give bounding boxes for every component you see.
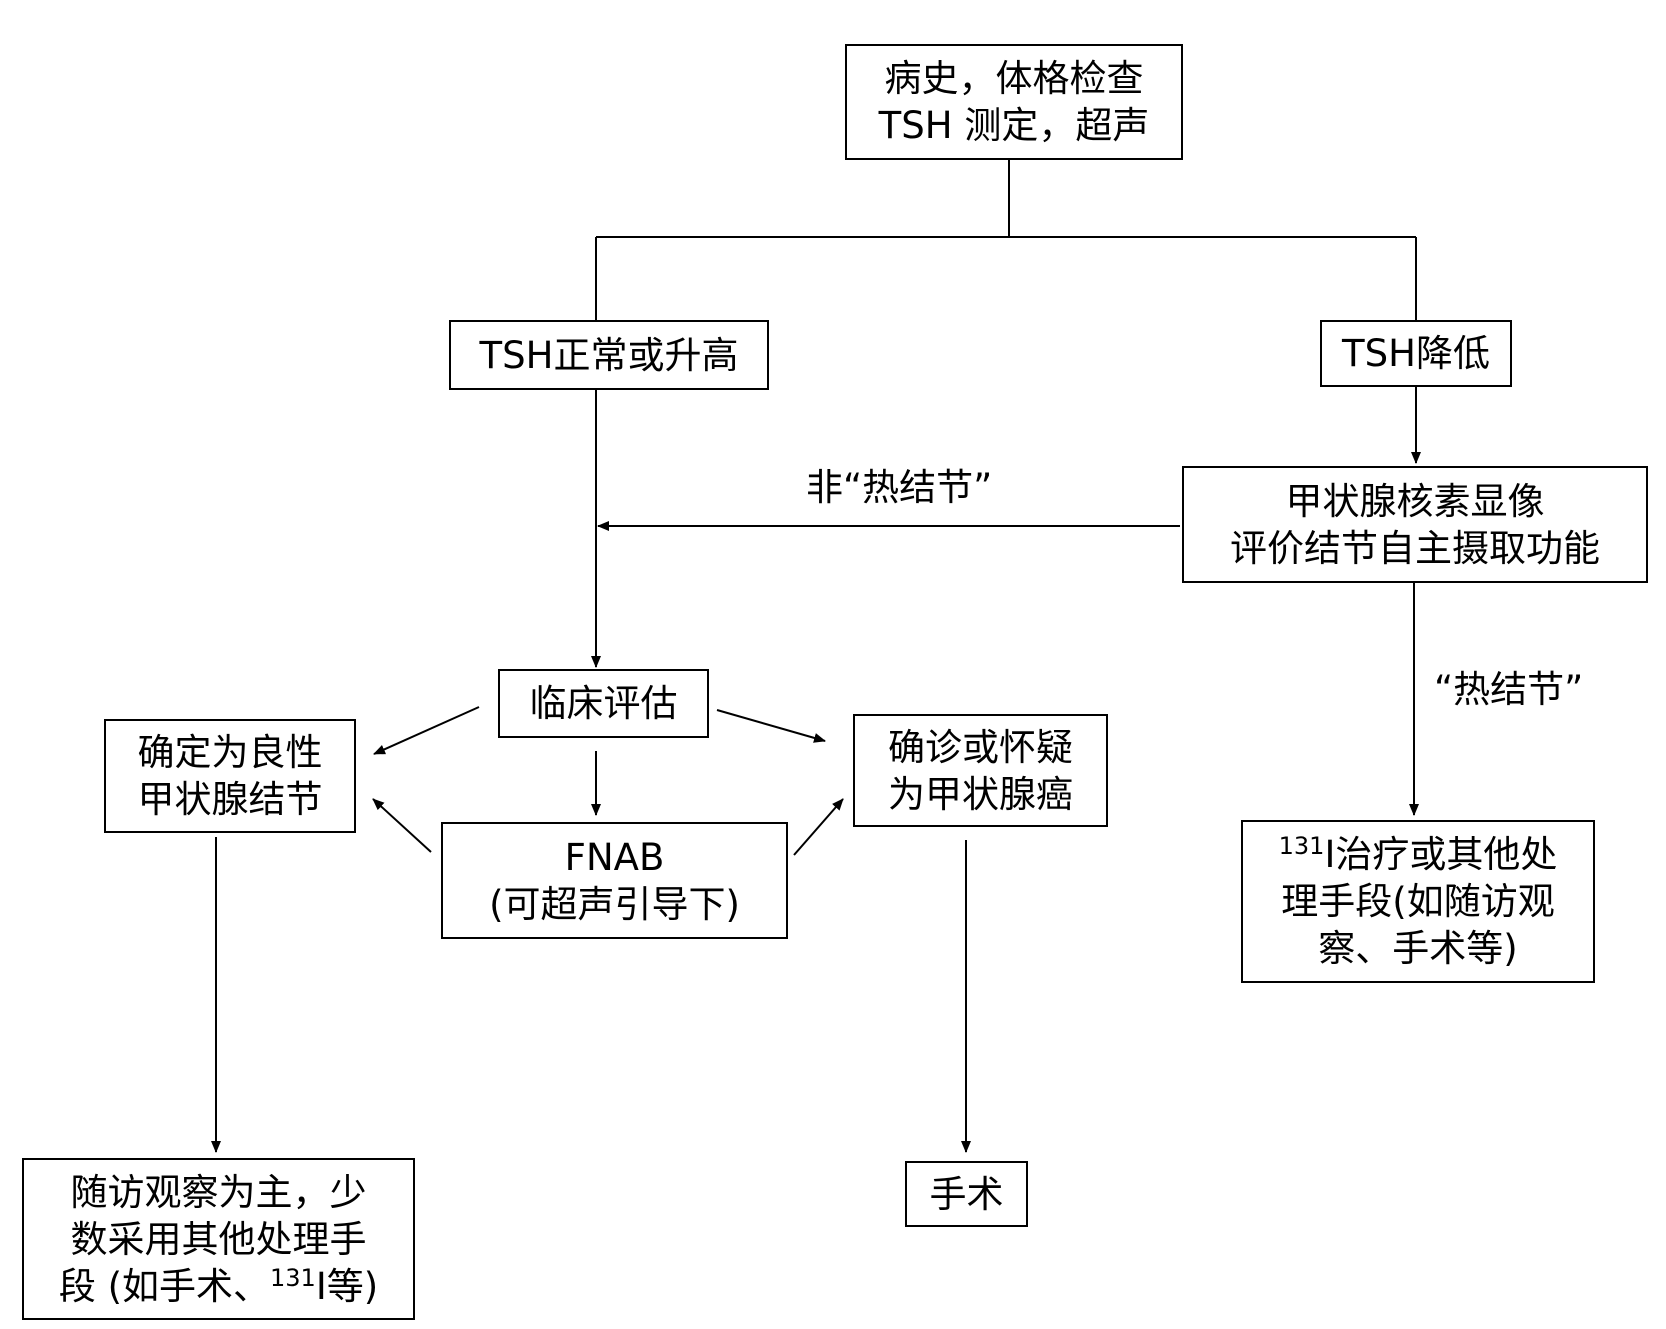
node-follow-up-line3-post: I等) xyxy=(315,1264,379,1308)
node-i131-treatment: 131I治疗或其他处 理手段(如随访观 察、手术等) xyxy=(1241,820,1595,983)
node-history-exam: 病史，体格检查 TSH 测定，超声 xyxy=(845,44,1183,160)
arrow-fnab-to-cancer xyxy=(793,798,844,856)
node-nuclear-scan-line2: 评价结节自主摄取功能 xyxy=(1230,526,1600,570)
node-clinical-assessment: 临床评估 xyxy=(498,669,709,738)
node-tsh-normal-or-high-text: TSH正常或升高 xyxy=(479,333,739,377)
node-tsh-low-text: TSH降低 xyxy=(1342,332,1490,375)
node-suspected-cancer-line1: 确诊或怀疑 xyxy=(888,725,1073,769)
node-i131-treatment-line1: 131I治疗或其他处 xyxy=(1279,831,1558,878)
node-history-exam-line2: TSH 测定，超声 xyxy=(878,104,1150,147)
node-fnab-line2: (可超声引导下) xyxy=(489,882,740,926)
node-nuclear-scan-line1: 甲状腺核素显像 xyxy=(1285,479,1545,523)
edge-label-hot-nodule: “热结节” xyxy=(1434,668,1584,711)
node-tsh-low: TSH降低 xyxy=(1320,320,1512,387)
node-fnab-line1: FNAB xyxy=(564,835,665,879)
node-clinical-assessment-text: 临床评估 xyxy=(529,682,678,725)
arrow-clinical-to-benign xyxy=(373,706,480,755)
node-benign-nodule-line1: 确定为良性 xyxy=(137,731,323,774)
arrow-clinical-to-cancer xyxy=(716,709,826,743)
node-i131-treatment-line2: 理手段(如随访观 xyxy=(1281,880,1555,923)
node-tsh-normal-or-high: TSH正常或升高 xyxy=(449,320,769,390)
arrow-fnab-to-benign xyxy=(372,798,432,853)
node-follow-up-line3: 段 (如手术、131I等) xyxy=(59,1263,378,1310)
node-follow-up-line2: 数采用其他处理手 xyxy=(70,1217,367,1261)
node-suspected-cancer: 确诊或怀疑 为甲状腺癌 xyxy=(853,714,1108,827)
superscript-131: 131 xyxy=(270,1263,316,1292)
node-surgery-text: 手术 xyxy=(929,1172,1004,1216)
node-i131-treatment-line1-text: I治疗或其他处 xyxy=(1324,833,1558,876)
node-follow-up: 随访观察为主，少 数采用其他处理手 段 (如手术、131I等) xyxy=(22,1158,415,1320)
node-follow-up-line1: 随访观察为主，少 xyxy=(70,1170,367,1214)
node-follow-up-line3-pre: 段 (如手术、 xyxy=(58,1264,271,1308)
node-history-exam-line1: 病史，体格检查 xyxy=(884,57,1144,100)
node-nuclear-scan: 甲状腺核素显像 评价结节自主摄取功能 xyxy=(1182,466,1648,583)
node-i131-treatment-line3: 察、手术等) xyxy=(1318,927,1518,970)
node-suspected-cancer-line2: 为甲状腺癌 xyxy=(888,772,1073,816)
superscript-131: 131 xyxy=(1278,832,1325,860)
edge-label-non-hot-nodule: 非“热结节” xyxy=(806,466,993,509)
node-fnab: FNAB (可超声引导下) xyxy=(441,822,788,939)
node-benign-nodule-line2: 甲状腺结节 xyxy=(137,778,323,821)
node-benign-nodule: 确定为良性 甲状腺结节 xyxy=(104,719,356,833)
node-surgery: 手术 xyxy=(905,1161,1028,1227)
